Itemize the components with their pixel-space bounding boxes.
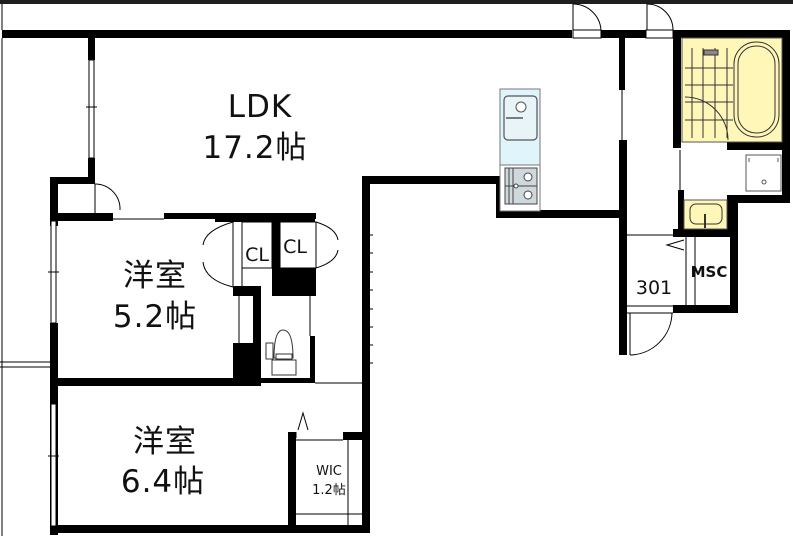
room-area-wic: 1.2帖 — [312, 483, 346, 498]
doors — [94, 3, 696, 525]
shower-icon — [684, 48, 733, 141]
balcony-lines — [0, 38, 50, 536]
bathtub-icon — [733, 41, 780, 138]
toilet-icon — [265, 329, 297, 376]
kitchen-counter — [499, 88, 541, 212]
room-area-western-1: 5.2帖 — [112, 299, 198, 335]
washbasin-icon — [683, 199, 728, 230]
stove-icon — [504, 167, 538, 205]
sink-icon — [503, 95, 538, 141]
top-frame — [0, 0, 793, 4]
room-name-ldk: LDK — [227, 89, 293, 125]
windows — [48, 59, 97, 527]
washing-machine-pan-icon — [745, 154, 782, 192]
room-name-wic: WIC — [316, 464, 342, 479]
closet-1-box — [241, 221, 273, 269]
room-name-closet-1: CL — [245, 244, 269, 266]
bathroom — [681, 37, 783, 143]
room-area-western-2: 6.4帖 — [120, 464, 206, 500]
closet-2-box — [279, 221, 317, 269]
room-area-ldk: 17.2帖 — [202, 130, 308, 166]
unit-number: 301 — [635, 277, 673, 299]
room-name-western-1: 洋室 — [123, 258, 187, 294]
tick-marks — [370, 234, 373, 364]
room-name-msc: MSC — [690, 263, 728, 281]
room-name-closet-2: CL — [283, 236, 307, 258]
room-name-western-2: 洋室 — [133, 424, 197, 460]
